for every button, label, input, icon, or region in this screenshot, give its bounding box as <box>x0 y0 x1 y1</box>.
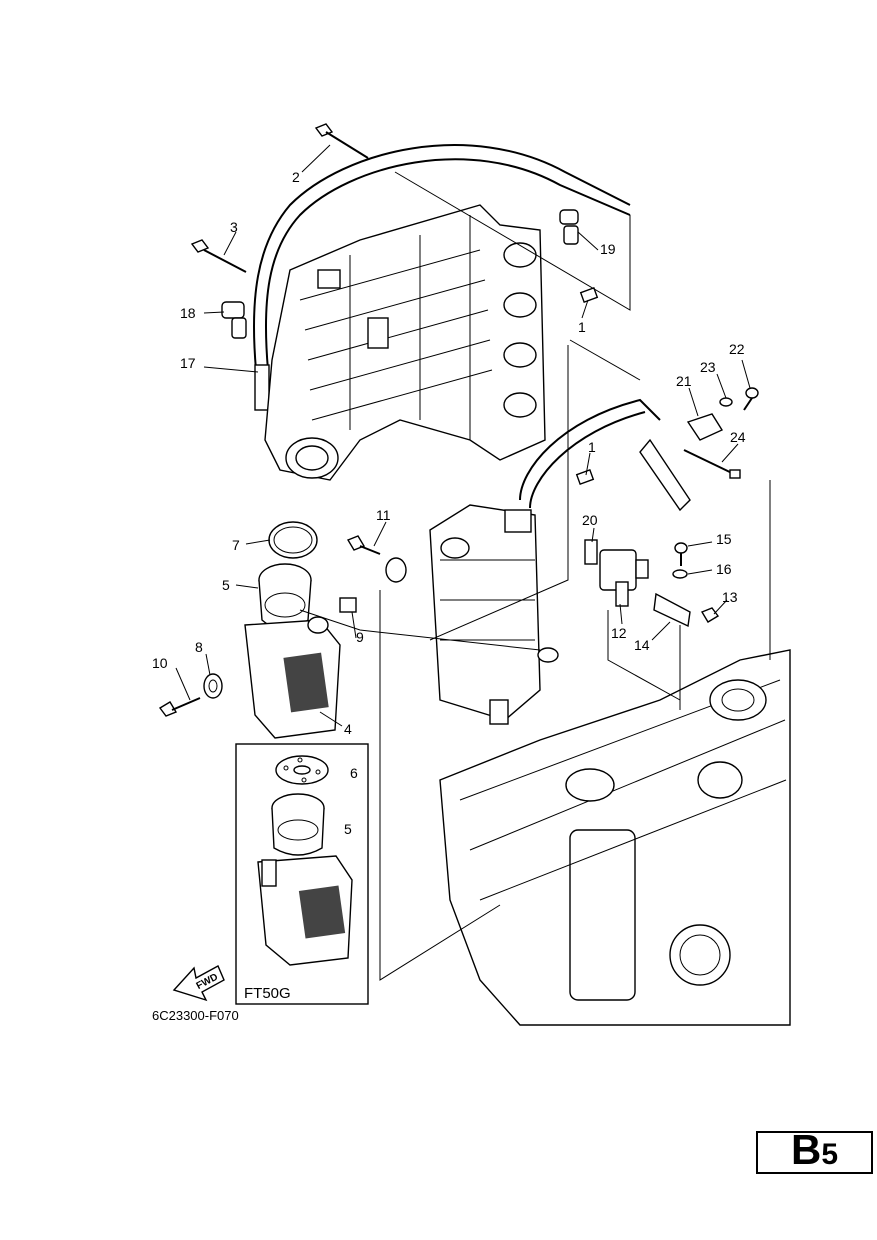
inset-label: FT50G <box>244 985 291 1002</box>
callout-14: 14 <box>634 637 650 653</box>
section-number: 5 <box>821 1138 839 1171</box>
intake-silencer-4 <box>244 616 341 739</box>
bolt-3 <box>190 239 247 273</box>
callout-9: 9 <box>356 629 364 645</box>
nut-13 <box>700 607 720 623</box>
hose-clamp-7 <box>268 521 318 559</box>
hose-clip-18 <box>221 301 247 339</box>
washer-23 <box>719 397 733 407</box>
callout-5-main: 5 <box>222 577 230 593</box>
callout-1-lower: 1 <box>588 439 596 455</box>
callout-19: 19 <box>600 241 616 257</box>
callout-20: 20 <box>582 512 598 528</box>
callout-16: 16 <box>716 561 732 577</box>
callout-6: 6 <box>350 765 358 781</box>
leader-lines <box>175 144 771 981</box>
callout-4: 4 <box>344 721 352 737</box>
intake-sleeve-5 <box>258 563 312 631</box>
bolt-10 <box>158 697 201 717</box>
drawing-code: 6C23300-F070 <box>152 1008 239 1023</box>
section-letter: B <box>790 1126 822 1173</box>
callout-12: 12 <box>611 625 627 641</box>
callout-15: 15 <box>716 531 732 547</box>
collar-9 <box>339 597 357 613</box>
intake-manifold <box>264 204 546 481</box>
callout-18: 18 <box>180 305 196 321</box>
fuel-hose <box>252 144 631 411</box>
bolt-11 <box>346 535 407 583</box>
bolt-2 <box>314 123 369 159</box>
callout-1-upper: 1 <box>578 319 586 335</box>
inset-ft50g: FT50G <box>235 743 369 1005</box>
vent-pipe <box>519 398 691 512</box>
callout-8: 8 <box>195 639 203 655</box>
callout-2: 2 <box>292 169 300 185</box>
callout-7: 7 <box>232 537 240 553</box>
dowel-pin-lower <box>575 469 595 485</box>
solenoid-12 <box>599 549 649 607</box>
holder-21 <box>686 413 724 441</box>
fwd-arrow: FWD <box>172 965 225 1002</box>
bracket-14 <box>653 592 691 628</box>
callout-13: 13 <box>722 589 738 605</box>
bolt-22 <box>743 387 759 411</box>
callout-11: 11 <box>376 507 391 523</box>
hose-clip-19 <box>559 209 579 245</box>
cylinder-block <box>439 649 791 1026</box>
callout-17: 17 <box>180 355 196 371</box>
callout-22: 22 <box>729 341 745 357</box>
callout-23: 23 <box>700 359 716 375</box>
vapor-separator <box>429 504 559 725</box>
callout-3: 3 <box>230 219 238 235</box>
callout-5-inset: 5 <box>344 821 352 837</box>
callout-24: 24 <box>730 429 746 445</box>
callout-21: 21 <box>676 373 692 389</box>
grommet-8 <box>203 673 223 699</box>
fitting-20 <box>584 539 598 565</box>
dowel-pin-upper <box>579 287 599 303</box>
band-24 <box>683 449 741 479</box>
screw-15 <box>674 542 688 566</box>
callout-10: 10 <box>152 655 168 671</box>
washer-16 <box>672 569 688 579</box>
